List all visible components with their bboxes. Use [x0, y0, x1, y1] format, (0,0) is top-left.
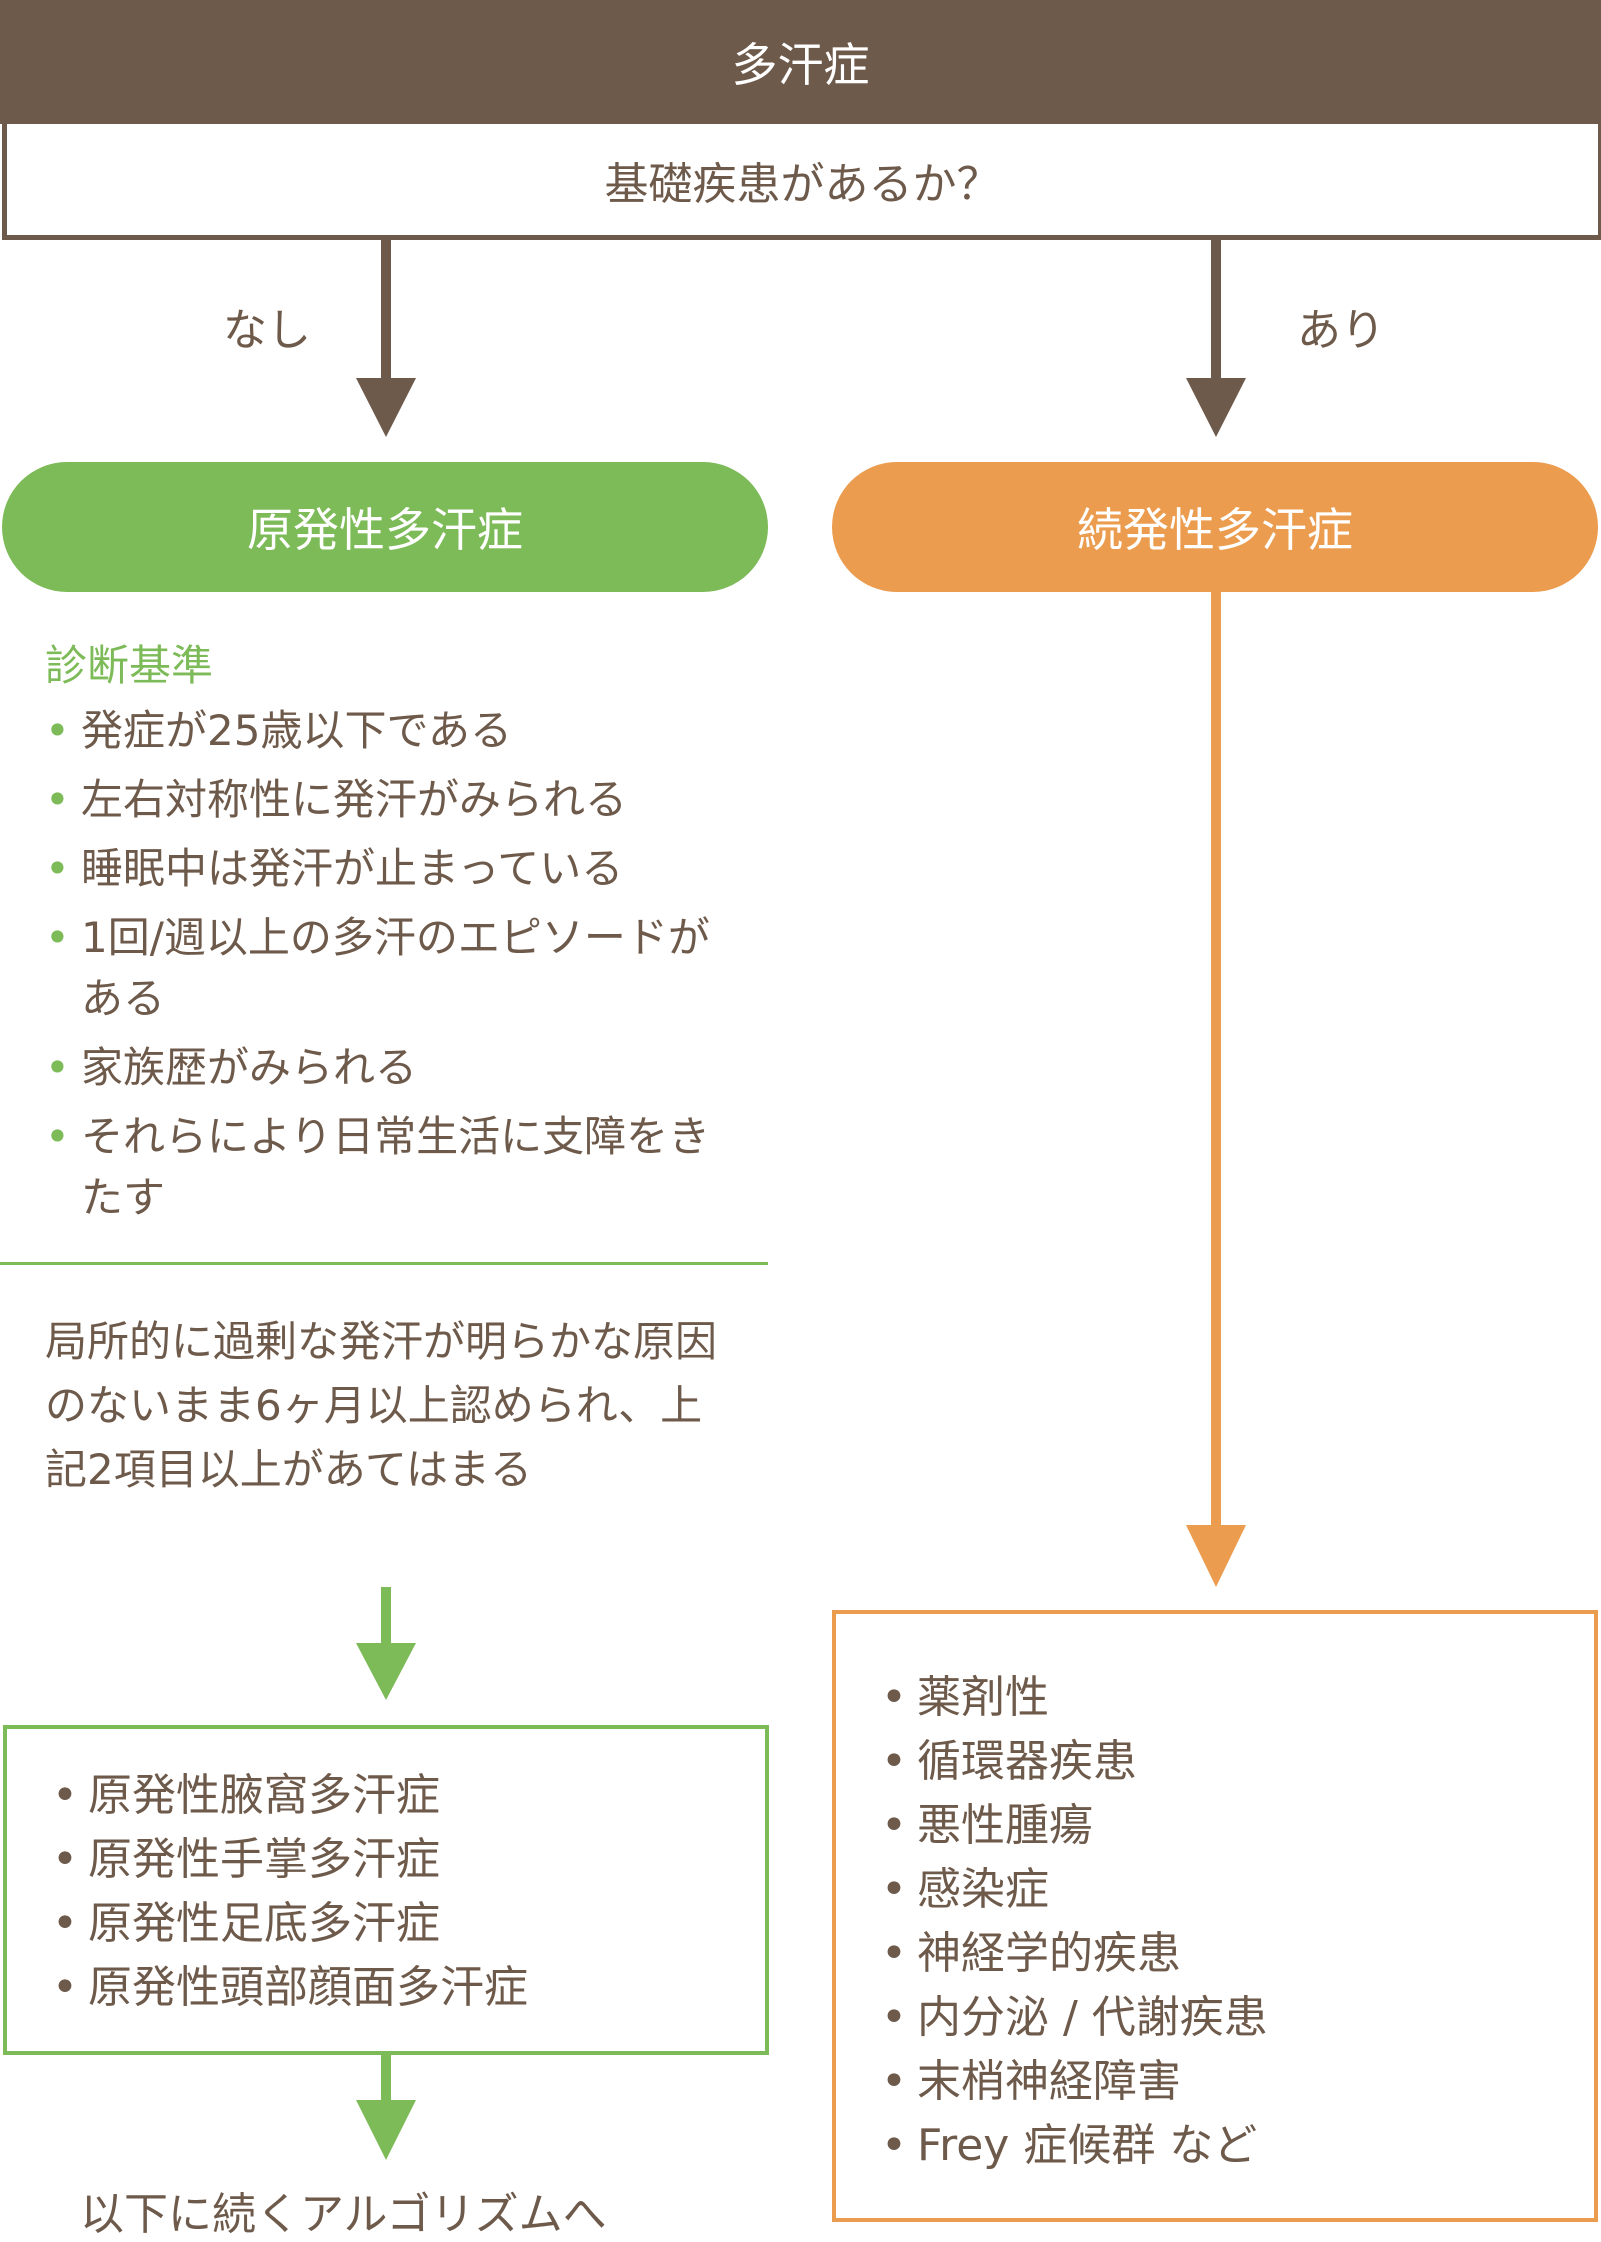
primary-type-item: 原発性足底多汗症	[52, 1892, 528, 1956]
primary-hyperhidrosis-node: 原発性多汗症	[2, 462, 768, 592]
primary-type-item: 原発性手掌多汗症	[52, 1828, 528, 1892]
criteria-item: 家族歴がみられる	[45, 1037, 745, 1098]
primary-types-box: 原発性腋窩多汗症 原発性手掌多汗症 原発性足底多汗症 原発性頭部顔面多汗症	[3, 1725, 769, 2055]
next-algorithm-text: 以下に続くアルゴリズムへ	[80, 2189, 607, 2240]
branch-label-yes: あり	[1297, 305, 1385, 356]
primary-type-item: 原発性頭部顔面多汗症	[52, 1956, 528, 2020]
secondary-cause-item: Frey 症候群 など	[881, 2114, 1268, 2178]
primary-type-item: 原発性腋窩多汗症	[52, 1764, 528, 1828]
arrow-no	[356, 240, 416, 437]
branch-label-no: なし	[223, 305, 311, 356]
secondary-cause-item: 薬剤性	[881, 1666, 1268, 1730]
criteria-item: 発症が25歳以下である	[45, 700, 745, 761]
arrow-yes	[1186, 240, 1246, 437]
criteria-item: 左右対称性に発汗がみられる	[45, 769, 745, 830]
primary-definition: 局所的に過剰な発汗が明らかな原因のないまま6ヶ月以上認められ、上記2項目以上があ…	[45, 1317, 718, 1494]
secondary-causes-box: 薬剤性 循環器疾患 悪性腫瘍 感染症 神経学的疾患 内分泌 / 代謝疾患 末梢神…	[832, 1610, 1598, 2222]
criteria-item: 睡眠中は発汗が止まっている	[45, 838, 745, 899]
secondary-cause-item: 内分泌 / 代謝疾患	[881, 1986, 1268, 2050]
secondary-cause-item: 循環器疾患	[881, 1730, 1268, 1794]
secondary-hyperhidrosis-node: 続発性多汗症	[832, 462, 1598, 592]
primary-types-list: 原発性腋窩多汗症 原発性手掌多汗症 原発性足底多汗症 原発性頭部顔面多汗症	[52, 1764, 528, 2020]
question-box: 基礎疾患があるか？	[2, 124, 1601, 240]
arrow-primary-next	[356, 2055, 416, 2160]
criteria-item: 1回/週以上の多汗のエピソードがある	[45, 907, 711, 1029]
secondary-cause-item: 感染症	[881, 1858, 1268, 1922]
secondary-cause-item: 悪性腫瘍	[881, 1794, 1268, 1858]
arrow-primary-types	[356, 1587, 416, 1700]
criteria-title: 診断基準	[45, 641, 214, 690]
diagram-title: 多汗症	[0, 0, 1601, 124]
criteria-divider	[0, 1262, 768, 1265]
secondary-cause-item: 末梢神経障害	[881, 2050, 1268, 2114]
secondary-cause-item: 神経学的疾患	[881, 1922, 1268, 1986]
criteria-list: 発症が25歳以下である 左右対称性に発汗がみられる 睡眠中は発汗が止まっている …	[45, 700, 745, 1236]
arrow-secondary-down	[1186, 590, 1246, 1587]
secondary-causes-list: 薬剤性 循環器疾患 悪性腫瘍 感染症 神経学的疾患 内分泌 / 代謝疾患 末梢神…	[881, 1666, 1268, 2178]
criteria-item: それらにより日常生活に支障をきたす	[45, 1106, 711, 1228]
